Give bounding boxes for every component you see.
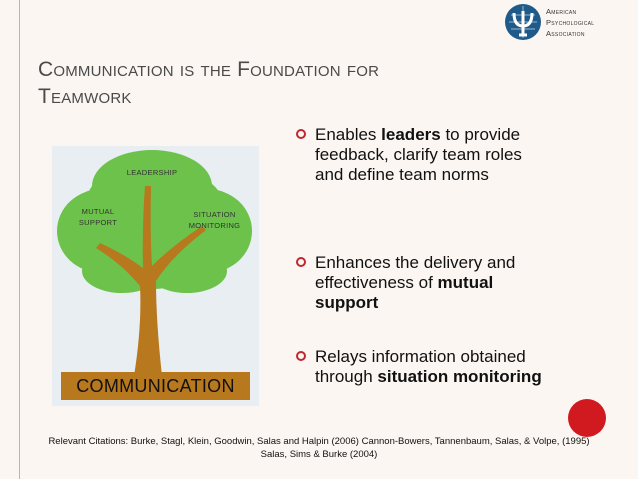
tree-label-situation-line-2: MONITORING: [188, 221, 241, 230]
bullet-1-pre: Enables: [315, 125, 382, 144]
bullet-item-mutual-support: Enhances the delivery and effectiveness …: [296, 253, 546, 313]
tree-label-leadership: LEADERSHIP: [126, 168, 178, 177]
communication-label: COMMUNICATION: [76, 376, 235, 396]
bullet-ring-icon: [296, 351, 306, 361]
slide-title: Communication is the Foundation for Team…: [38, 56, 558, 110]
citation-footer: Relevant Citations: Burke, Stagl, Klein,…: [0, 435, 638, 461]
bullet-2-bold: mutual support: [315, 273, 494, 312]
logo-line-2: Psychological: [546, 18, 595, 27]
tree-label-mutual-line-1: MUTUAL: [81, 207, 115, 216]
bullet-3-pre: Relays information obtained through: [315, 347, 526, 386]
citation-line-2: Salas, Sims & Burke (2004): [260, 449, 378, 460]
logo-line-1: American: [546, 7, 577, 16]
slide-title-line-2: Teamwork: [38, 85, 132, 108]
bullet-ring-icon: [296, 129, 306, 139]
red-circle-decoration: [568, 399, 606, 437]
bullet-1-bold: leaders: [381, 125, 441, 144]
bullet-2-pre: Enhances the delivery and effectiveness …: [315, 253, 516, 292]
apa-logo: American Psychological Association: [503, 2, 635, 44]
psi-globe-icon: [503, 2, 543, 42]
bullet-ring-icon: [296, 257, 306, 267]
tree-illustration: [57, 150, 252, 376]
citation-line-1: Relevant Citations: Burke, Stagl, Klein,…: [48, 436, 590, 447]
bullet-1-post: to provide feedback, clarify team roles …: [315, 125, 522, 184]
left-accent-rule: [19, 0, 20, 479]
bullet-item-leaders: Enables leaders to provide feedback, cla…: [296, 125, 546, 185]
communication-base-band: COMMUNICATION: [61, 372, 250, 400]
tree-label-situation-monitoring: SITUATION MONITORING: [182, 209, 247, 231]
bullet-item-situation-monitoring: Relays information obtained through situ…: [296, 347, 546, 387]
tree-label-mutual-line-2: SUPPORT: [78, 218, 118, 227]
apa-wordmark: American Psychological Association: [546, 6, 594, 39]
tree-label-mutual-support: MUTUAL SUPPORT: [73, 206, 123, 228]
bullet-3-bold: situation monitoring: [377, 367, 542, 386]
teamwork-tree-diagram: LEADERSHIP MUTUAL SUPPORT SITUATION MONI…: [52, 146, 259, 406]
logo-line-3: Association: [546, 29, 585, 38]
tree-label-situation-line-1: SITUATION: [193, 210, 236, 219]
slide-title-line-1: Communication is the Foundation for: [38, 58, 380, 81]
